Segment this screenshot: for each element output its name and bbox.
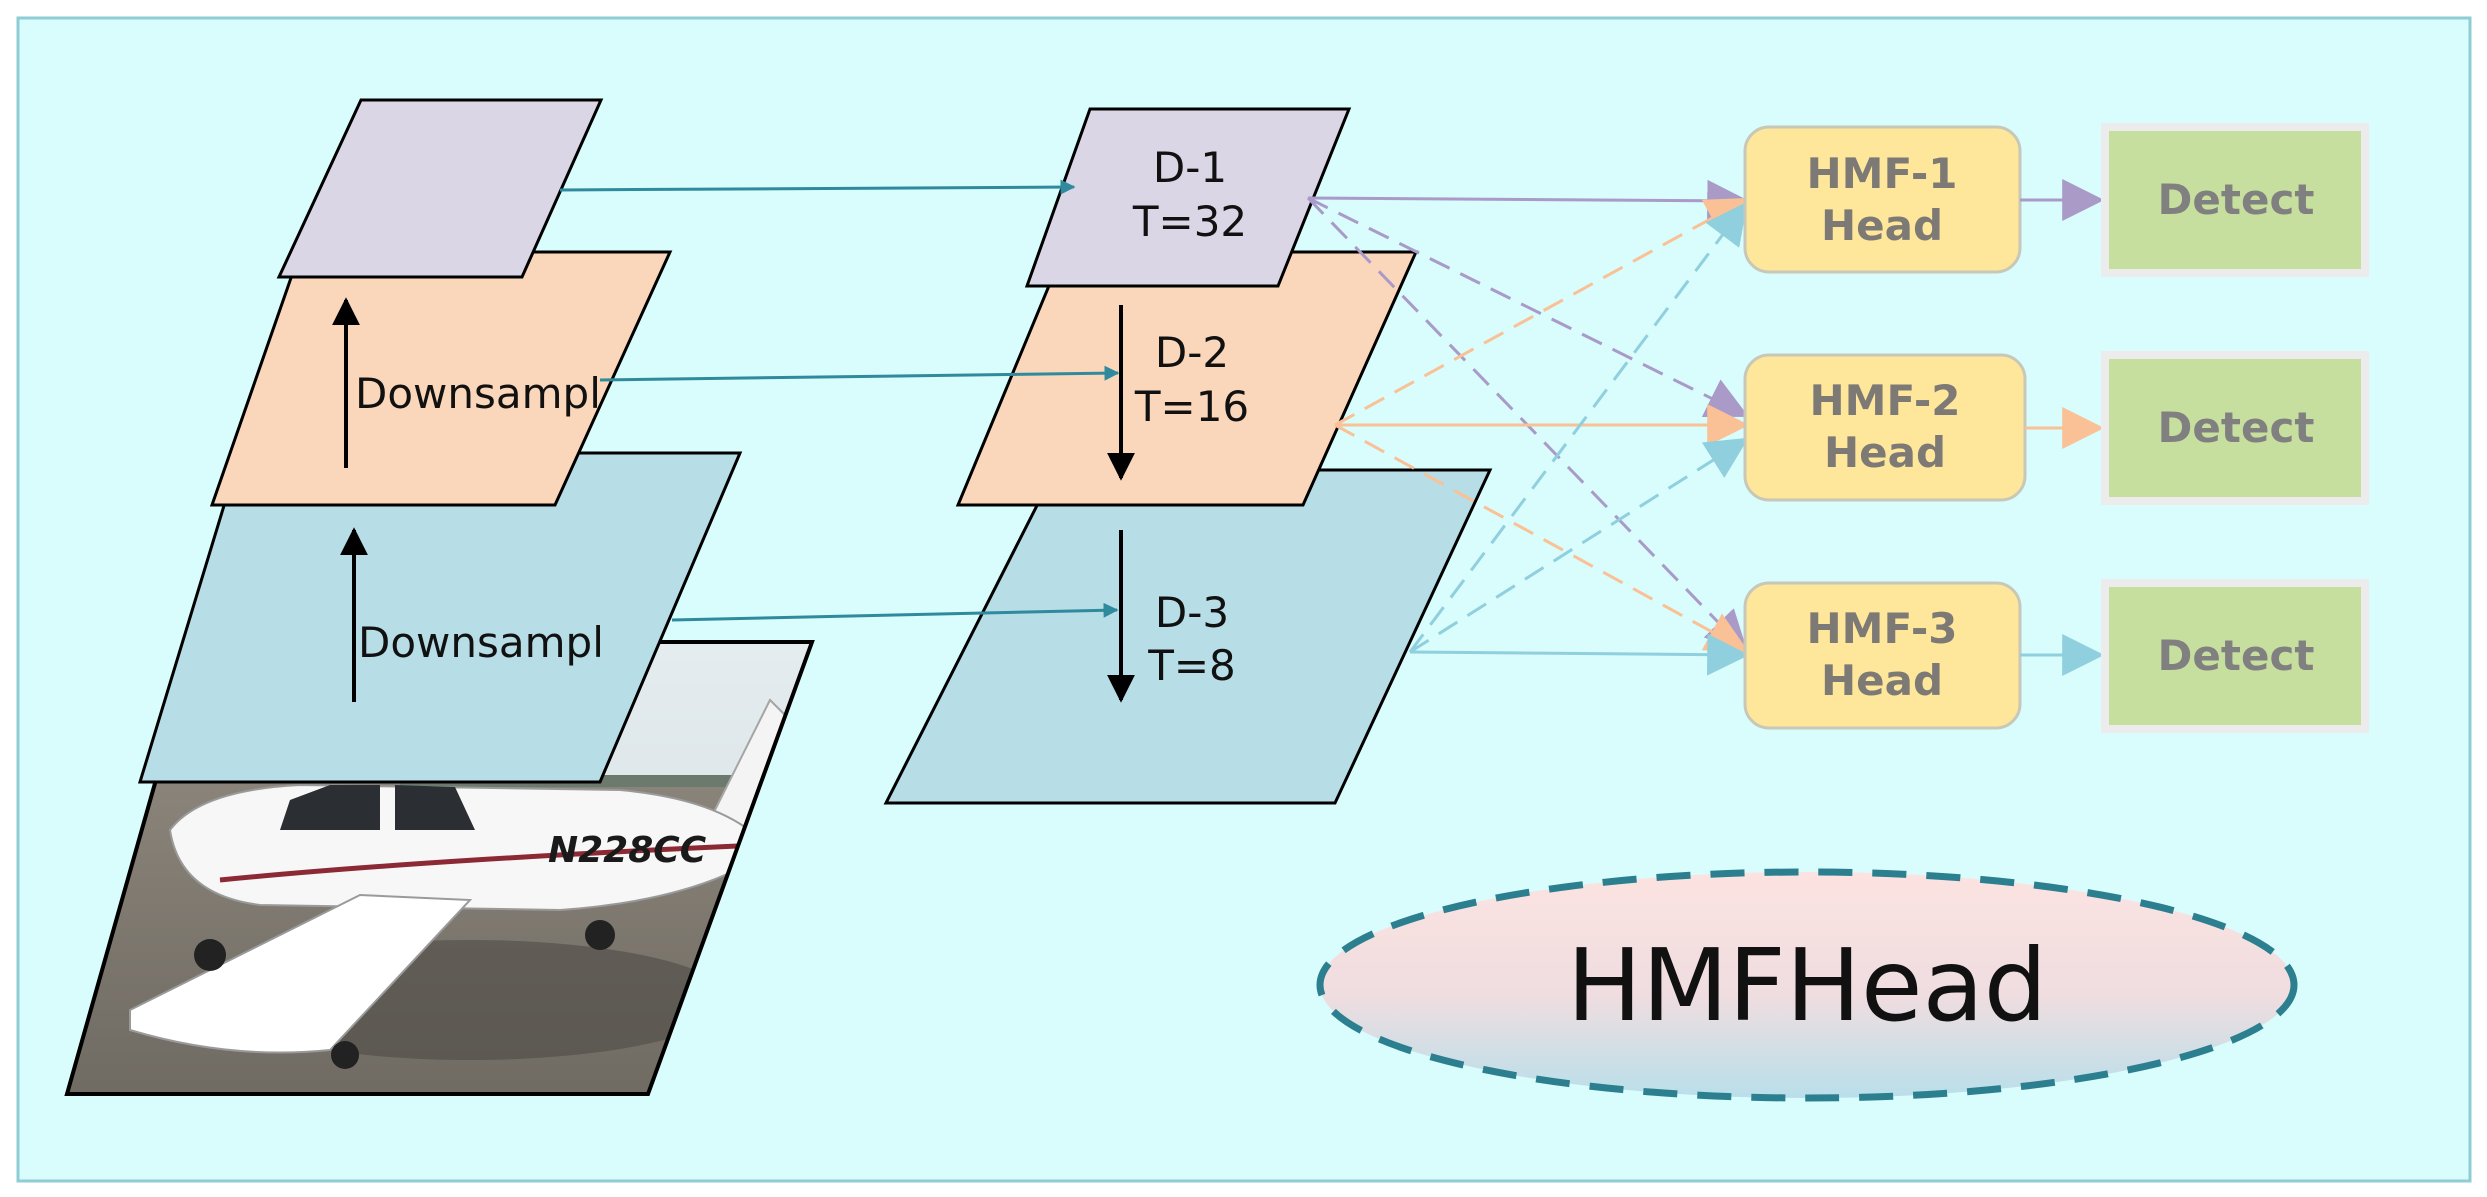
link-D1-head2: [1307, 196, 1749, 417]
link-D2-head3: [1334, 423, 1749, 653]
hmf-head-3: HMF-3 Head: [1743, 581, 2022, 730]
hmf-head-1-line1: HMF-1: [1807, 149, 1958, 198]
D2-label: D-2: [1155, 328, 1229, 377]
link-D3-head3: [1409, 633, 1750, 676]
decoupled-layer-D2: [955, 250, 1419, 507]
aircraft-registration: N228CC: [548, 830, 707, 871]
hmf-head-3-line1: HMF-3: [1807, 604, 1958, 653]
detect-box-3: Detect: [2101, 579, 2369, 733]
hmf-head-3-line2: Head: [1821, 656, 1943, 705]
decoupled-layer-D3: [883, 468, 1493, 805]
backbone-layer-middle: [209, 250, 673, 507]
D2-tokens: T=16: [1134, 382, 1249, 431]
detect-box-1: Detect: [2101, 123, 2369, 277]
arrow-top-to-D1: [559, 179, 1076, 195]
D1-tokens: T=32: [1132, 197, 1247, 246]
hmfhead-title: HMFHead: [1567, 927, 2047, 1044]
link-D1-head1: [1307, 179, 1750, 222]
detect-label-2: Detect: [2158, 403, 2315, 452]
detect-box-2: Detect: [2101, 351, 2369, 505]
arrow-bottom-to-D3: [671, 602, 1119, 622]
backbone-layer-top: [276, 98, 604, 279]
detect-label-1: Detect: [2158, 175, 2315, 224]
hmf-head-2-line1: HMF-2: [1810, 376, 1961, 425]
hmf-head-2: HMF-2 Head: [1743, 353, 2027, 502]
link-D2-head1: [1334, 197, 1749, 427]
detect-label-3: Detect: [2158, 631, 2315, 680]
arrow-middle-to-D2: [599, 365, 1120, 382]
link-D3-head1: [1408, 201, 1748, 653]
D3-tokens: T=8: [1147, 641, 1236, 690]
D3-label: D-3: [1155, 588, 1229, 637]
backbone-label-middle: Downsampl: [355, 369, 601, 418]
hmf-head-1-line2: Head: [1821, 201, 1943, 250]
hmf-head-2-line2: Head: [1824, 428, 1946, 477]
hmf-head-1: HMF-1 Head: [1743, 125, 2022, 274]
D1-label: D-1: [1153, 143, 1227, 192]
decoupled-layer-D1: [1024, 107, 1352, 288]
hmfhead-title-ellipse: HMFHead: [1316, 868, 2298, 1102]
backbone-label-bottom: Downsampl: [358, 618, 604, 667]
